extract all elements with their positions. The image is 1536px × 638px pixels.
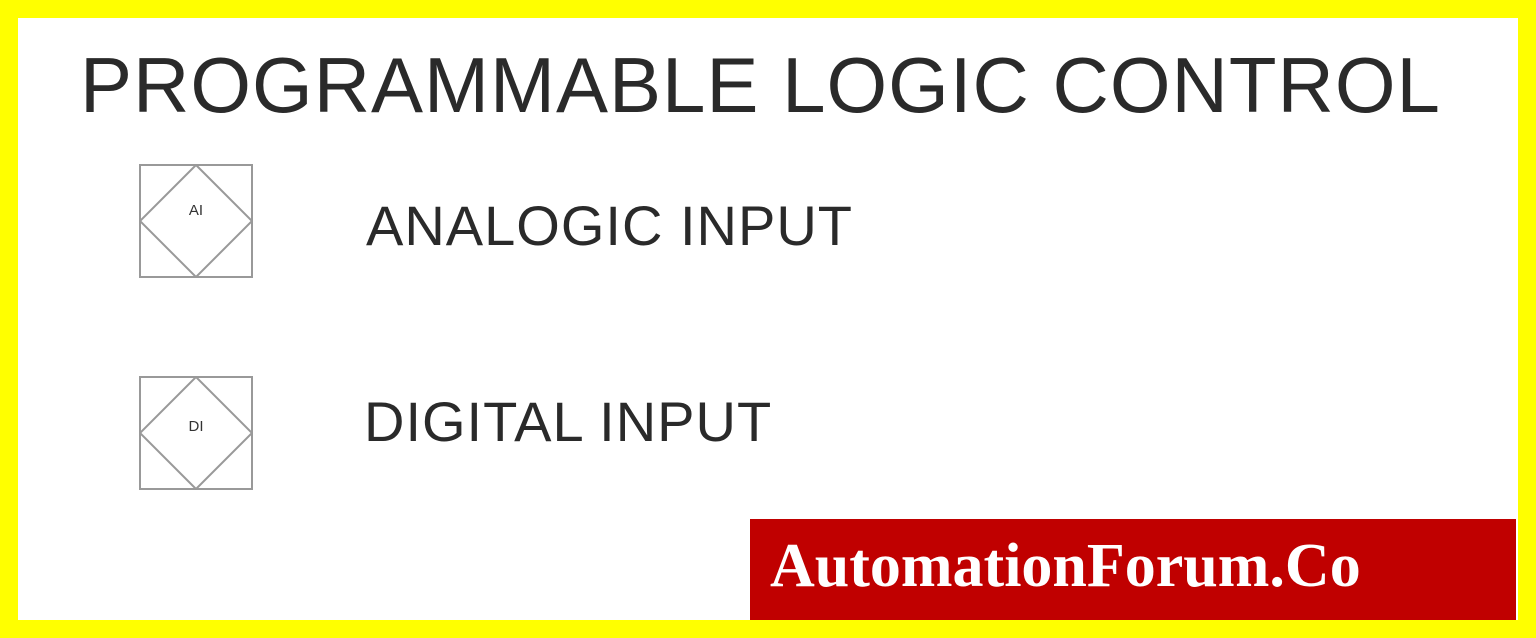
analog-input-label: ANALOGIC INPUT [366,194,853,257]
diagram-canvas: PROGRAMMABLE LOGIC CONTROL AI ANALOGIC I… [18,18,1518,620]
watermark-text: AutomationForum.Co [770,532,1361,600]
analog-input-code: AI [189,202,203,219]
digital-input-code: DI [189,418,204,435]
digital-input-symbol: DI [139,376,253,490]
plc-diamond-in-square-icon: AI [139,164,253,278]
analog-input-symbol: AI [139,164,253,278]
plc-diamond-in-square-icon: DI [139,376,253,490]
diagram-title: PROGRAMMABLE LOGIC CONTROL [80,41,1441,129]
watermark-banner: AutomationForum.Co [750,519,1516,620]
digital-input-label: DIGITAL INPUT [364,390,773,453]
